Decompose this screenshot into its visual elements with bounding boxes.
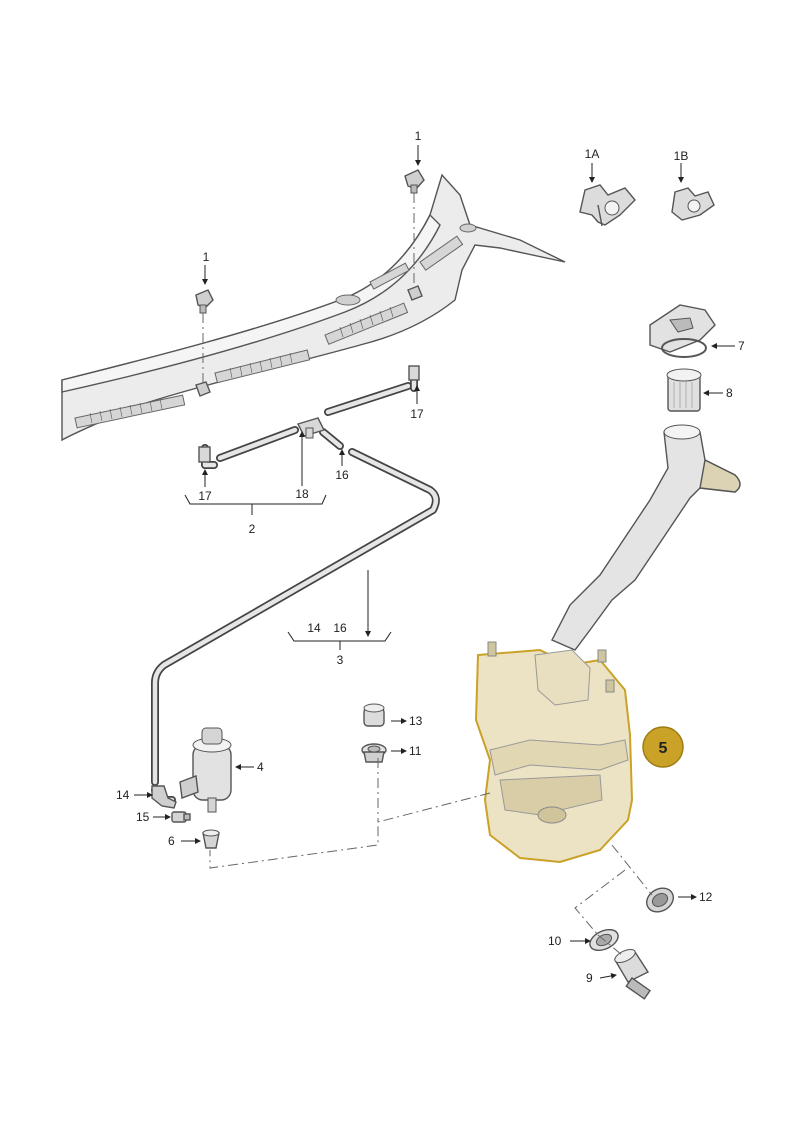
callout-1b: 1B [674,149,689,163]
grommet-12 [645,887,675,913]
filler-neck [551,424,741,651]
callout-11: 11 [409,744,422,758]
callout-3: 3 [337,653,344,667]
callout-1-right: 1 [415,129,422,143]
callout-1-left: 1 [203,250,210,264]
callout-5: 5 [659,740,668,757]
cowl-panel [61,173,566,442]
plug-15 [171,811,191,823]
callout-8: 8 [726,386,733,400]
callout-16-group: 16 [333,621,347,635]
strainer [666,368,702,412]
elbow-connector-14 [151,785,177,809]
washer-pump [179,727,232,813]
washer-nozzle-left [195,289,214,314]
connector-17-left [198,446,211,463]
level-sensor-9 [613,949,651,1000]
callout-15: 15 [136,810,150,824]
callout-7: 7 [738,339,745,353]
callout-9: 9 [586,971,593,985]
callout-6: 6 [168,834,175,848]
clip-1a [579,184,636,227]
callout-12: 12 [699,890,713,904]
callout-13: 13 [409,714,423,728]
nozzle-mount-left [195,381,211,397]
filler-cap [649,304,716,358]
clip-1b [671,187,715,221]
plug-13 [363,703,385,727]
callout-17-right: 17 [410,407,424,421]
nozzle-mount-right [407,285,423,301]
callout-10: 10 [548,934,562,948]
washer-fluid-tank [474,641,634,864]
hose-assembly-upper [151,368,440,804]
callout-1a: 1A [585,147,600,161]
grommet-11 [361,743,387,763]
callout-14: 14 [116,788,130,802]
callout-2: 2 [249,522,256,536]
callout-16-top: 16 [335,468,349,482]
connector-17-right [408,365,420,381]
callout-5-highlight[interactable]: 5 [642,726,684,768]
washer-nozzle-right [404,169,425,194]
grommet-6 [202,829,220,849]
callout-4: 4 [257,760,264,774]
callout-18: 18 [295,487,309,501]
callout-17-left: 17 [198,489,212,503]
callout-14-group: 14 [307,621,321,635]
